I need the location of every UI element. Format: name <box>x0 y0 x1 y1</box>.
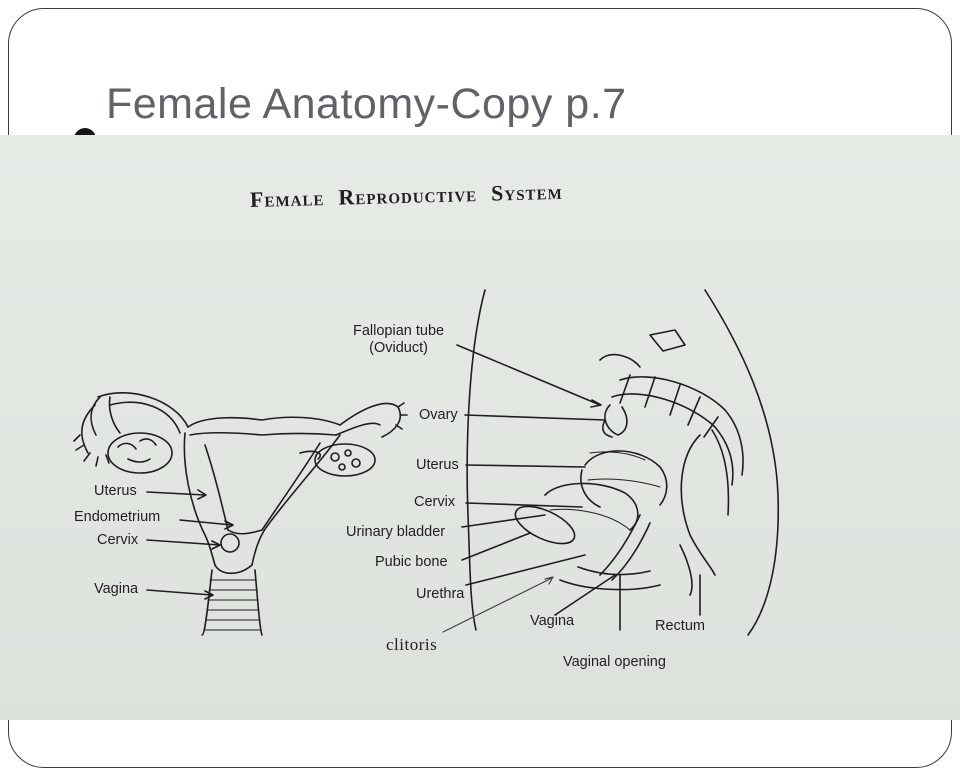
diagram-photo: Female Reproductive System Uterus Endometr… <box>0 135 960 720</box>
label-uterus-front: Uterus <box>94 483 137 499</box>
label-fallopian-tube-line1: Fallopian tube <box>353 323 445 339</box>
label-vagina-side: Vagina <box>530 613 575 629</box>
label-endometrium: Endometrium <box>74 509 161 525</box>
heading-word-3: System <box>490 178 563 206</box>
label-pubic-bone: Pubic bone <box>375 554 448 570</box>
label-uterus-side: Uterus <box>416 457 459 473</box>
label-urinary-bladder: Urinary bladder <box>346 524 446 540</box>
annotation-clitoris: clitoris <box>386 635 438 654</box>
label-rectum: Rectum <box>655 618 705 634</box>
label-vagina-front: Vagina <box>94 581 139 597</box>
slide-title: Female Anatomy-Copy p.7 <box>106 80 627 128</box>
front-view-drawing <box>73 392 408 636</box>
label-ovary: Ovary <box>419 407 458 423</box>
label-cervix-front: Cervix <box>97 532 139 548</box>
anatomy-drawing <box>73 289 780 636</box>
heading-word-1: Female <box>249 185 325 212</box>
side-view-drawing <box>442 289 780 636</box>
label-vaginal-opening: Vaginal opening <box>563 654 666 670</box>
label-fallopian-tube: Fallopian tube (Oviduct) <box>353 323 444 356</box>
heading-word-2: Reproductive <box>338 181 478 210</box>
label-fallopian-tube-line2: (Oviduct) <box>369 339 428 356</box>
label-urethra: Urethra <box>416 586 465 602</box>
label-cervix-side: Cervix <box>414 494 456 510</box>
